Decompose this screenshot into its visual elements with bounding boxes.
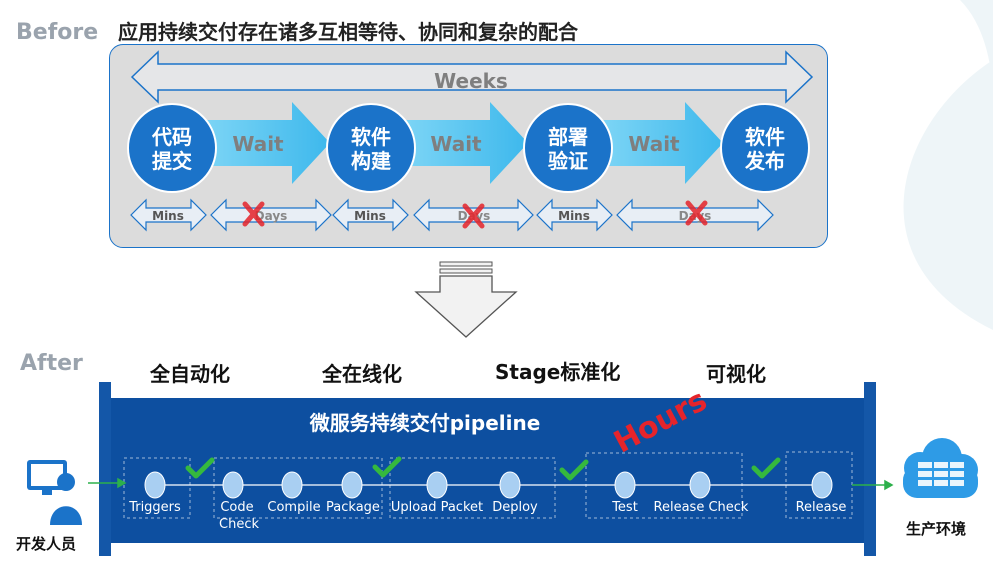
- stage-node: [222, 471, 244, 499]
- stage-node: [341, 471, 363, 499]
- pipeline-title: 微服务持续交付pipeline: [309, 411, 541, 435]
- stage-label-deploy: Deploy: [492, 500, 538, 515]
- stage-node: [499, 471, 521, 499]
- stage-label-test: Test: [611, 500, 638, 515]
- after-label: After: [20, 351, 83, 376]
- stage-label-triggers: Triggers: [128, 500, 181, 515]
- header-full-online: 全在线化: [322, 362, 402, 386]
- developer-label: 开发人员: [16, 535, 77, 553]
- stage-label-package: Package: [326, 500, 380, 515]
- stage-label-release: Release: [796, 500, 847, 515]
- step-software-build: 软件 构建: [326, 103, 416, 193]
- header-visualization: 可视化: [706, 362, 766, 386]
- stage-label-code-check: Code: [220, 500, 253, 515]
- stage-node: [144, 471, 166, 499]
- check-icon: [372, 456, 402, 478]
- svg-text:提交: 提交: [152, 149, 192, 173]
- wait-arrow: [598, 102, 723, 184]
- stage-group-build: [213, 457, 383, 519]
- check-icon: [185, 457, 215, 479]
- svg-text:代码: 代码: [151, 125, 192, 149]
- mins-label: Mins: [558, 209, 590, 223]
- stage-label-upload-packet: Upload Packet: [391, 500, 483, 515]
- mins-label: Mins: [152, 209, 184, 223]
- mins-arrow: [536, 198, 613, 232]
- red-cross-icon: [462, 203, 485, 229]
- wait-arrow: [200, 102, 330, 184]
- wait-arrow: [400, 102, 528, 184]
- production-label: 生产环境: [906, 520, 967, 538]
- check-icon: [751, 457, 781, 479]
- stage-node: [614, 471, 636, 499]
- transition-arrow: [414, 261, 518, 338]
- svg-text:发布: 发布: [744, 149, 785, 173]
- days-arrow: [210, 198, 332, 232]
- stage-group-deploy: [389, 457, 556, 519]
- stage-node: [811, 471, 833, 499]
- before-title: 应用持续交付存在诸多互相等待、协同和复杂的配合: [118, 20, 578, 44]
- wait-label: Wait: [232, 132, 284, 156]
- pipe-left-cap: [99, 382, 111, 556]
- weeks-label: Weeks: [434, 69, 508, 93]
- stage-label-compile: Compile: [267, 500, 320, 515]
- wait-label: Wait: [628, 132, 680, 156]
- wait-label: Wait: [430, 132, 482, 156]
- step-software-release: 软件 发布: [720, 103, 810, 193]
- step-deploy-verify: 部署 验证: [523, 103, 613, 193]
- mins-arrow: [130, 198, 207, 232]
- developer-icon: [27, 460, 82, 525]
- stage-label-code-check-2: Check: [219, 517, 259, 532]
- header-stage-standardization: Stage标准化: [495, 360, 621, 384]
- svg-text:构建: 构建: [351, 149, 391, 173]
- svg-text:软件: 软件: [351, 125, 391, 149]
- header-full-automation: 全自动化: [150, 362, 230, 386]
- days-label: Days: [255, 209, 288, 223]
- stage-node: [281, 471, 303, 499]
- red-cross-icon: [685, 200, 708, 226]
- step-code-commit: 代码 提交: [127, 103, 217, 193]
- svg-text:部署: 部署: [548, 125, 588, 149]
- before-label: Before: [16, 20, 99, 45]
- cloud-server-icon: [903, 438, 978, 498]
- weeks-arrow: [130, 50, 814, 104]
- pipeline-body: [111, 398, 864, 543]
- mins-arrow: [332, 198, 409, 232]
- red-cross-icon: [242, 201, 265, 227]
- svg-text:软件: 软件: [745, 125, 785, 149]
- check-icon: [559, 459, 589, 481]
- svg-text:验证: 验证: [548, 149, 588, 173]
- stage-node: [426, 471, 448, 499]
- mins-label: Mins: [354, 209, 386, 223]
- stage-node: [689, 471, 711, 499]
- pipe-right-cap: [864, 382, 876, 556]
- stage-group-triggers: [123, 457, 191, 519]
- stage-label-release-check: Release Check: [654, 500, 749, 515]
